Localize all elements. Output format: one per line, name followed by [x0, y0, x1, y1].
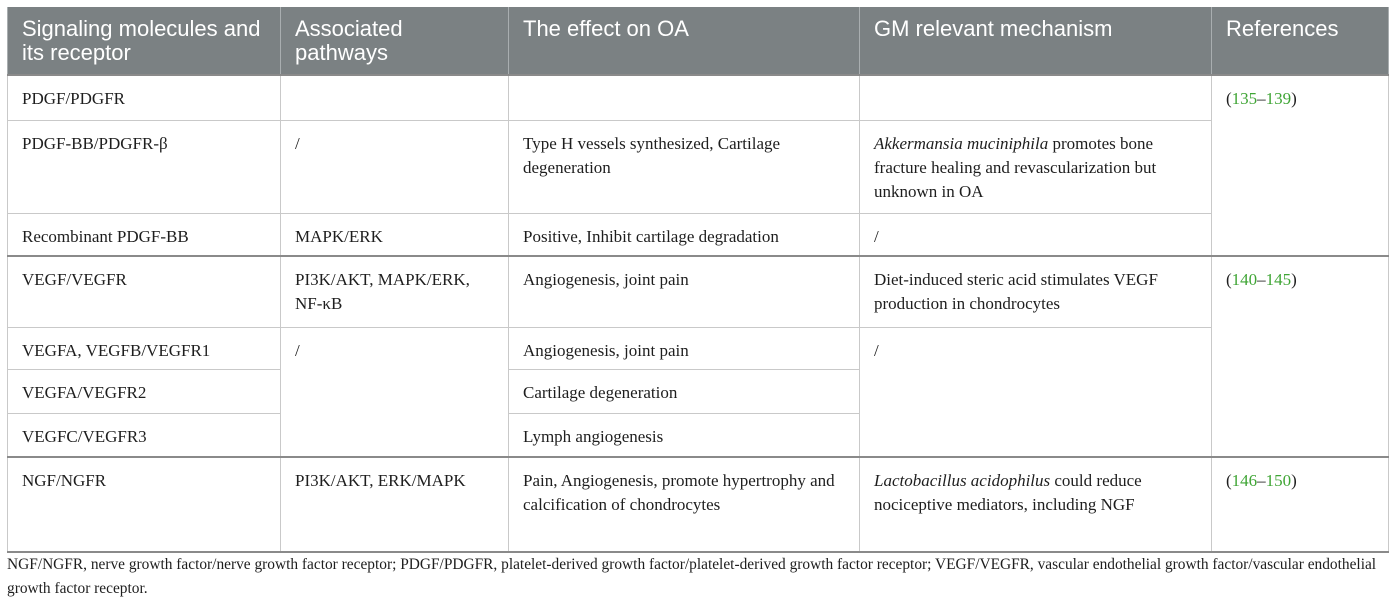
reference-close: )	[1291, 269, 1297, 289]
cell-pathway	[280, 74, 509, 121]
header-gm-mechanism: GM relevant mechanism	[859, 7, 1212, 75]
cell-molecule: VEGFA/VEGFR2	[7, 369, 281, 414]
cell-effect	[508, 74, 860, 121]
cell-molecule: VEGFC/VEGFR3	[7, 413, 281, 457]
data-table: Signaling molecules and its receptor Ass…	[7, 7, 1389, 553]
cell-mechanism: /	[859, 212, 1212, 256]
cell-pathway: PI3K/AKT, ERK/MAPK	[280, 455, 509, 553]
species-name: Lactobacillus acidophilus	[874, 470, 1051, 490]
cell-effect: Lymph angiogenesis	[508, 413, 860, 457]
cell-pathway: /	[280, 119, 509, 214]
reference-close: )	[1291, 89, 1297, 108]
reference-link[interactable]: 146	[1231, 470, 1258, 490]
table-body: PDGF/PDGFR (135–139) PDGF-BB/PDGFR-β / T…	[7, 74, 1389, 553]
cell-molecule: PDGF/PDGFR	[7, 74, 281, 121]
cell-pathway: /	[280, 327, 509, 457]
cell-molecule: VEGFA, VEGFB/VEGFR1	[7, 327, 281, 370]
cell-molecule: PDGF-BB/PDGFR-β	[7, 119, 281, 214]
cell-mechanism: /	[859, 327, 1212, 457]
reference-link[interactable]: 139	[1265, 89, 1292, 108]
reference-link[interactable]: 135	[1231, 89, 1258, 108]
reference-close: )	[1291, 470, 1297, 490]
reference-open: (	[1226, 89, 1232, 108]
reference-link[interactable]: 140	[1231, 269, 1258, 289]
cell-references: (135–139)	[1211, 74, 1389, 256]
table-row: VEGF/VEGFR PI3K/AKT, MAPK/ERK, NF-κB Ang…	[7, 254, 1389, 457]
cell-effect: Cartilage degeneration	[508, 369, 860, 414]
table-row: PDGF-BB/PDGFR-β / Type H vessels synthes…	[7, 119, 1389, 214]
reference-link[interactable]: 145	[1265, 269, 1292, 289]
cell-mechanism: Akkermansia muciniphila promotes bone fr…	[859, 119, 1212, 214]
cell-molecule: NGF/NGFR	[7, 455, 281, 553]
header-associated-pathways: Associated pathways	[280, 7, 509, 75]
cell-effect: Angiogenesis, joint pain	[508, 254, 860, 328]
cell-effect: Type H vessels synthesized, Cartilage de…	[508, 119, 860, 214]
table-footnote: NGF/NGFR, nerve growth factor/nerve grow…	[7, 556, 1377, 597]
species-name: Akkermansia muciniphila	[874, 133, 1049, 153]
cell-mechanism: Diet-induced steric acid stimulates VEGF…	[859, 254, 1212, 328]
cell-effect: Angiogenesis, joint pain	[508, 327, 860, 370]
header-references: References	[1211, 7, 1389, 75]
reference-dash: –	[1257, 470, 1266, 490]
header-row: Signaling molecules and its receptor Ass…	[7, 7, 1389, 75]
reference-dash: –	[1257, 89, 1266, 108]
table-row: Recombinant PDGF-BB MAPK/ERK Positive, I…	[7, 212, 1389, 256]
cell-molecule: Recombinant PDGF-BB	[7, 212, 281, 256]
cell-pathway: MAPK/ERK	[280, 212, 509, 256]
cell-molecule: VEGF/VEGFR	[7, 254, 281, 328]
table-row: NGF/NGFR PI3K/AKT, ERK/MAPK Pain, Angiog…	[7, 455, 1389, 553]
cell-mechanism: Lactobacillus acidophilus could reduce n…	[859, 455, 1212, 553]
cell-effect: Pain, Angiogenesis, promote hypertrophy …	[508, 455, 860, 553]
cell-references: (146–150)	[1211, 455, 1389, 553]
mechanism-text: promotes bone fracture healing and revas…	[874, 133, 1157, 201]
cell-pathway: PI3K/AKT, MAPK/ERK, NF-κB	[280, 254, 509, 328]
table-header: Signaling molecules and its receptor Ass…	[7, 7, 1389, 75]
cell-references: (140–145)	[1211, 254, 1389, 457]
reference-open: (	[1226, 269, 1232, 289]
reference-link[interactable]: 150	[1265, 470, 1292, 490]
mechanism-text: could reduce nociceptive mediators, incl…	[874, 470, 1142, 514]
cell-mechanism	[859, 74, 1212, 121]
cell-effect: Positive, Inhibit cartilage degradation	[508, 212, 860, 256]
table-row: VEGFA, VEGFB/VEGFR1 / Angiogenesis, join…	[7, 327, 1389, 457]
header-signaling-molecules: Signaling molecules and its receptor	[7, 7, 281, 75]
reference-open: (	[1226, 470, 1232, 490]
reference-dash: –	[1257, 269, 1266, 289]
table-row: PDGF/PDGFR (135–139)	[7, 74, 1389, 256]
header-effect-on-oa: The effect on OA	[508, 7, 860, 75]
